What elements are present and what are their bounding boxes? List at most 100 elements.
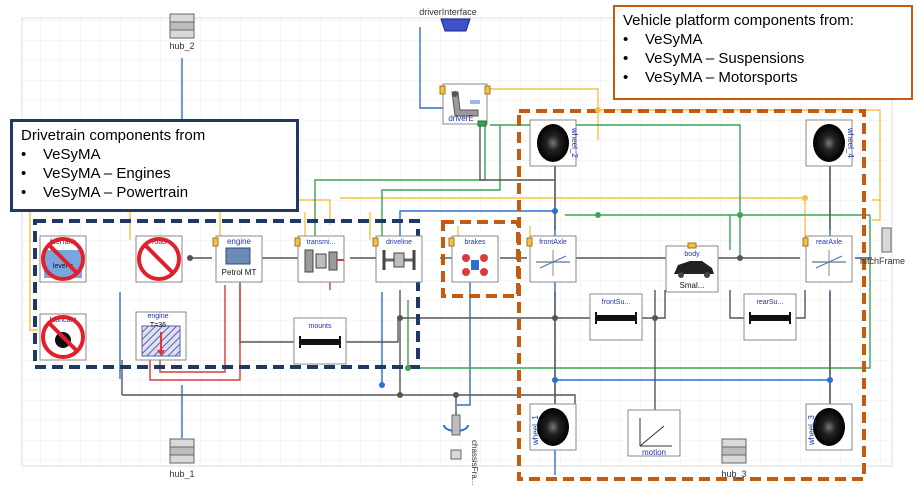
motion-label: motion <box>642 448 666 457</box>
axle-icon <box>382 250 416 270</box>
front-suspension-component[interactable]: frontSu... <box>589 293 643 341</box>
body-port[interactable] <box>687 242 697 249</box>
body-label: body <box>684 251 700 258</box>
fuel-tank-label: fuelTank <box>50 239 77 246</box>
spring-damper-icon <box>595 312 637 324</box>
tyre-icon <box>537 408 569 446</box>
rear-axle-component[interactable]: rearAxle <box>802 235 853 283</box>
wheel-3-label: wheel_3 <box>807 415 816 446</box>
brakes-component[interactable]: brakes <box>448 235 499 283</box>
driver-component[interactable]: driverE <box>439 83 491 127</box>
driver-interface[interactable]: driverInterface <box>419 7 477 32</box>
hub-flange-icon <box>721 438 747 464</box>
drivetrain-group-box <box>33 219 420 369</box>
engine-sublabel: Petrol MT <box>222 268 257 277</box>
lubricant-label: lubricant <box>50 317 77 324</box>
engine-label: engine <box>227 237 252 246</box>
chassis-frame-label: chassisFra... <box>470 440 479 485</box>
wheel-2[interactable]: wheel_2 <box>529 119 579 167</box>
engine-heat-component[interactable]: engine T=36 <box>135 311 187 361</box>
mounts-label: mounts <box>309 323 332 330</box>
wheel-1[interactable]: wheel_1 <box>529 403 577 451</box>
transmission-component[interactable]: transmi... <box>294 235 345 283</box>
gearbox-icon <box>304 249 344 273</box>
rotation-frame-icon <box>443 414 469 460</box>
wheel-3[interactable]: wheel_3 <box>805 403 853 451</box>
wheel-4-label: wheel_4 <box>846 127 855 158</box>
chassis-frame[interactable]: chassisFra... <box>443 414 479 485</box>
fuel-tank-sublabel: level = <box>53 263 73 270</box>
wheel-1-label: wheel_1 <box>531 415 540 446</box>
driver-port-bottom[interactable] <box>477 120 487 127</box>
brakes-port[interactable] <box>448 237 455 247</box>
wheel-4[interactable]: wheel_4 <box>805 119 855 167</box>
driver-port-left[interactable] <box>439 85 446 95</box>
hub-2[interactable]: hub_2 <box>169 13 195 51</box>
rear-suspension-label: rearSu... <box>757 299 784 306</box>
platform-callout-item: VeSyMA – Motorsports <box>623 68 903 87</box>
axle-icon <box>536 250 570 276</box>
driver-label: driverE <box>448 114 473 123</box>
drivetrain-callout-title: Drivetrain components from <box>21 127 206 144</box>
junction-dots <box>187 107 833 398</box>
spring-damper-icon <box>299 336 341 348</box>
driver-seat-icon <box>451 91 480 117</box>
rear-suspension-component[interactable]: rearSu... <box>743 293 797 341</box>
road-label: road <box>152 239 166 246</box>
tyre-icon <box>813 124 845 162</box>
hitch-frame-label: hitchFrame <box>860 256 905 266</box>
lubricant-component[interactable]: lubricant <box>39 313 87 361</box>
road-component[interactable]: road <box>135 235 183 283</box>
hub-2-label: hub_2 <box>169 41 194 51</box>
platform-group-box <box>517 109 866 481</box>
motion-component[interactable]: motion <box>627 409 681 457</box>
drivetrain-callout-item: VeSyMA <box>21 145 288 164</box>
hitch-frame[interactable]: hitchFrame <box>860 227 905 266</box>
prohibited-icon <box>41 315 85 359</box>
platform-callout-title: Vehicle platform components from: <box>623 12 854 29</box>
drivetrain-callout-item: VeSyMA – Powertrain <box>21 183 288 202</box>
fuel-tank-component[interactable]: fuelTank level = <box>39 235 87 283</box>
tyre-icon <box>813 408 845 446</box>
brakes-label: brakes <box>464 239 486 246</box>
axle-icon <box>812 250 846 276</box>
platform-callout-item: VeSyMA <box>623 30 903 49</box>
driveline-component[interactable]: driveline <box>372 235 423 283</box>
rear-axle-port[interactable] <box>802 237 809 247</box>
hub-1-label: hub_1 <box>169 469 194 479</box>
driver-port-right[interactable] <box>484 85 491 95</box>
platform-callout-list: VeSyMA VeSyMA – Suspensions VeSyMA – Mot… <box>623 30 903 87</box>
car-body-icon <box>674 261 714 274</box>
axes-icon <box>639 418 672 447</box>
brake-disc-icon <box>462 254 488 276</box>
tyre-icon <box>537 124 569 162</box>
prohibited-icon <box>137 237 181 281</box>
bus-connector-icon <box>440 18 471 32</box>
engine-component[interactable]: engine Petrol MT <box>212 235 263 283</box>
wheel-2-label: wheel_2 <box>570 127 579 158</box>
body-sublabel: Smal... <box>680 281 705 290</box>
body-component[interactable]: body Smal... <box>665 242 719 293</box>
hub-flange-icon <box>169 13 195 39</box>
hub-3[interactable]: hub_3 <box>721 438 747 479</box>
driveline-port[interactable] <box>372 237 379 247</box>
front-axle-component[interactable]: frontAxle <box>526 235 577 283</box>
hub-1[interactable]: hub_1 <box>169 438 195 479</box>
front-suspension-label: frontSu... <box>602 299 630 306</box>
prohibited-icon <box>41 237 85 281</box>
drivetrain-callout-item: VeSyMA – Engines <box>21 164 288 183</box>
hub-3-label: hub_3 <box>721 469 746 479</box>
engine-heat-sublabel: T=36 <box>150 322 166 329</box>
spring-damper-icon <box>749 312 791 324</box>
driver-interface-label: driverInterface <box>419 7 477 17</box>
connection-lines <box>29 27 881 475</box>
rear-axle-label: rearAxle <box>816 239 842 246</box>
drivetrain-callout: Drivetrain components from VeSyMA VeSyMA… <box>10 119 299 212</box>
driveline-label: driveline <box>386 239 412 246</box>
platform-callout-item: VeSyMA – Suspensions <box>623 49 903 68</box>
transmission-port[interactable] <box>294 237 301 247</box>
engine-port[interactable] <box>212 237 219 247</box>
front-axle-port[interactable] <box>526 237 533 247</box>
mounts-component[interactable]: mounts <box>293 317 347 365</box>
hub-flange-icon <box>169 438 195 464</box>
